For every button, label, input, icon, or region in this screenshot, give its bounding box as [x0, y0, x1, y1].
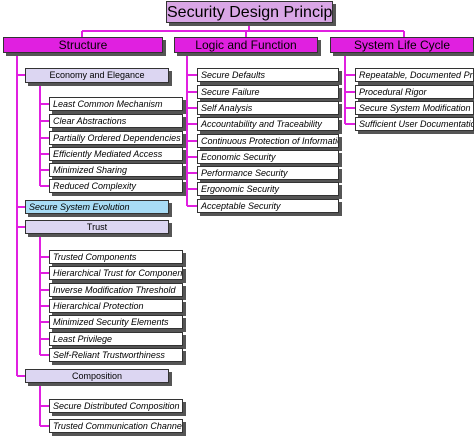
group-composition: Composition	[25, 369, 169, 383]
leaf-accountability-and-traceability: Accountability and Traceability	[197, 117, 339, 131]
leaf-self-analysis: Self Analysis	[197, 101, 339, 115]
leaf-acceptable-security: Acceptable Security	[197, 199, 339, 213]
leaf-self-reliant-trustworthiness: Self-Reliant Trustworthiness	[49, 348, 183, 362]
group-trust: Trust	[25, 220, 169, 234]
category-structure: Structure	[3, 37, 163, 53]
leaf-inverse-modification-threshold: Inverse Modification Threshold	[49, 283, 183, 297]
leaf-ergonomic-security: Ergonomic Security	[197, 182, 339, 196]
leaf-trusted-components: Trusted Components	[49, 250, 183, 264]
leaf-sufficient-user-documentation: Sufficient User Documentation	[355, 117, 474, 131]
leaf-procedural-rigor: Procedural Rigor	[355, 85, 474, 99]
group-secure-system-evolution: Secure System Evolution	[25, 200, 169, 214]
leaf-economic-security: Economic Security	[197, 150, 339, 164]
leaf-secure-failure: Secure Failure	[197, 85, 339, 99]
root-node: Security Design Principles	[166, 1, 333, 23]
leaf-hierarchical-trust-for-components: Hierarchical Trust for Components	[49, 266, 183, 280]
leaf-minimized-security-elements: Minimized Security Elements	[49, 315, 183, 329]
leaf-clear-abstractions: Clear Abstractions	[49, 114, 183, 128]
leaf-least-common-mechanism: Least Common Mechanism	[49, 97, 183, 111]
leaf-continuous-protection-of-information: Continuous Protection of Information	[197, 134, 339, 148]
leaf-partially-ordered-dependencies: Partially Ordered Dependencies	[49, 131, 183, 145]
leaf-efficiently-mediated-access: Efficiently Mediated Access	[49, 147, 183, 161]
leaf-hierarchical-protection: Hierarchical Protection	[49, 299, 183, 313]
leaf-trusted-communication-channels: Trusted Communication Channels	[49, 419, 183, 433]
leaf-least-privilege: Least Privilege	[49, 332, 183, 346]
leaf-secure-distributed-composition: Secure Distributed Composition	[49, 399, 183, 413]
leaf-performance-security: Performance Security	[197, 166, 339, 180]
leaf-minimized-sharing: Minimized Sharing	[49, 163, 183, 177]
leaf-reduced-complexity: Reduced Complexity	[49, 179, 183, 193]
category-system-life-cycle: System Life Cycle	[330, 37, 474, 53]
leaf-secure-defaults: Secure Defaults	[197, 68, 339, 82]
group-economy-and-elegance: Economy and Elegance	[25, 68, 169, 83]
category-logic-and-function: Logic and Function	[174, 37, 318, 53]
leaf-repeatable-documented-procedures: Repeatable, Documented Procedures	[355, 68, 474, 82]
leaf-secure-system-modification: Secure System Modification	[355, 101, 474, 115]
